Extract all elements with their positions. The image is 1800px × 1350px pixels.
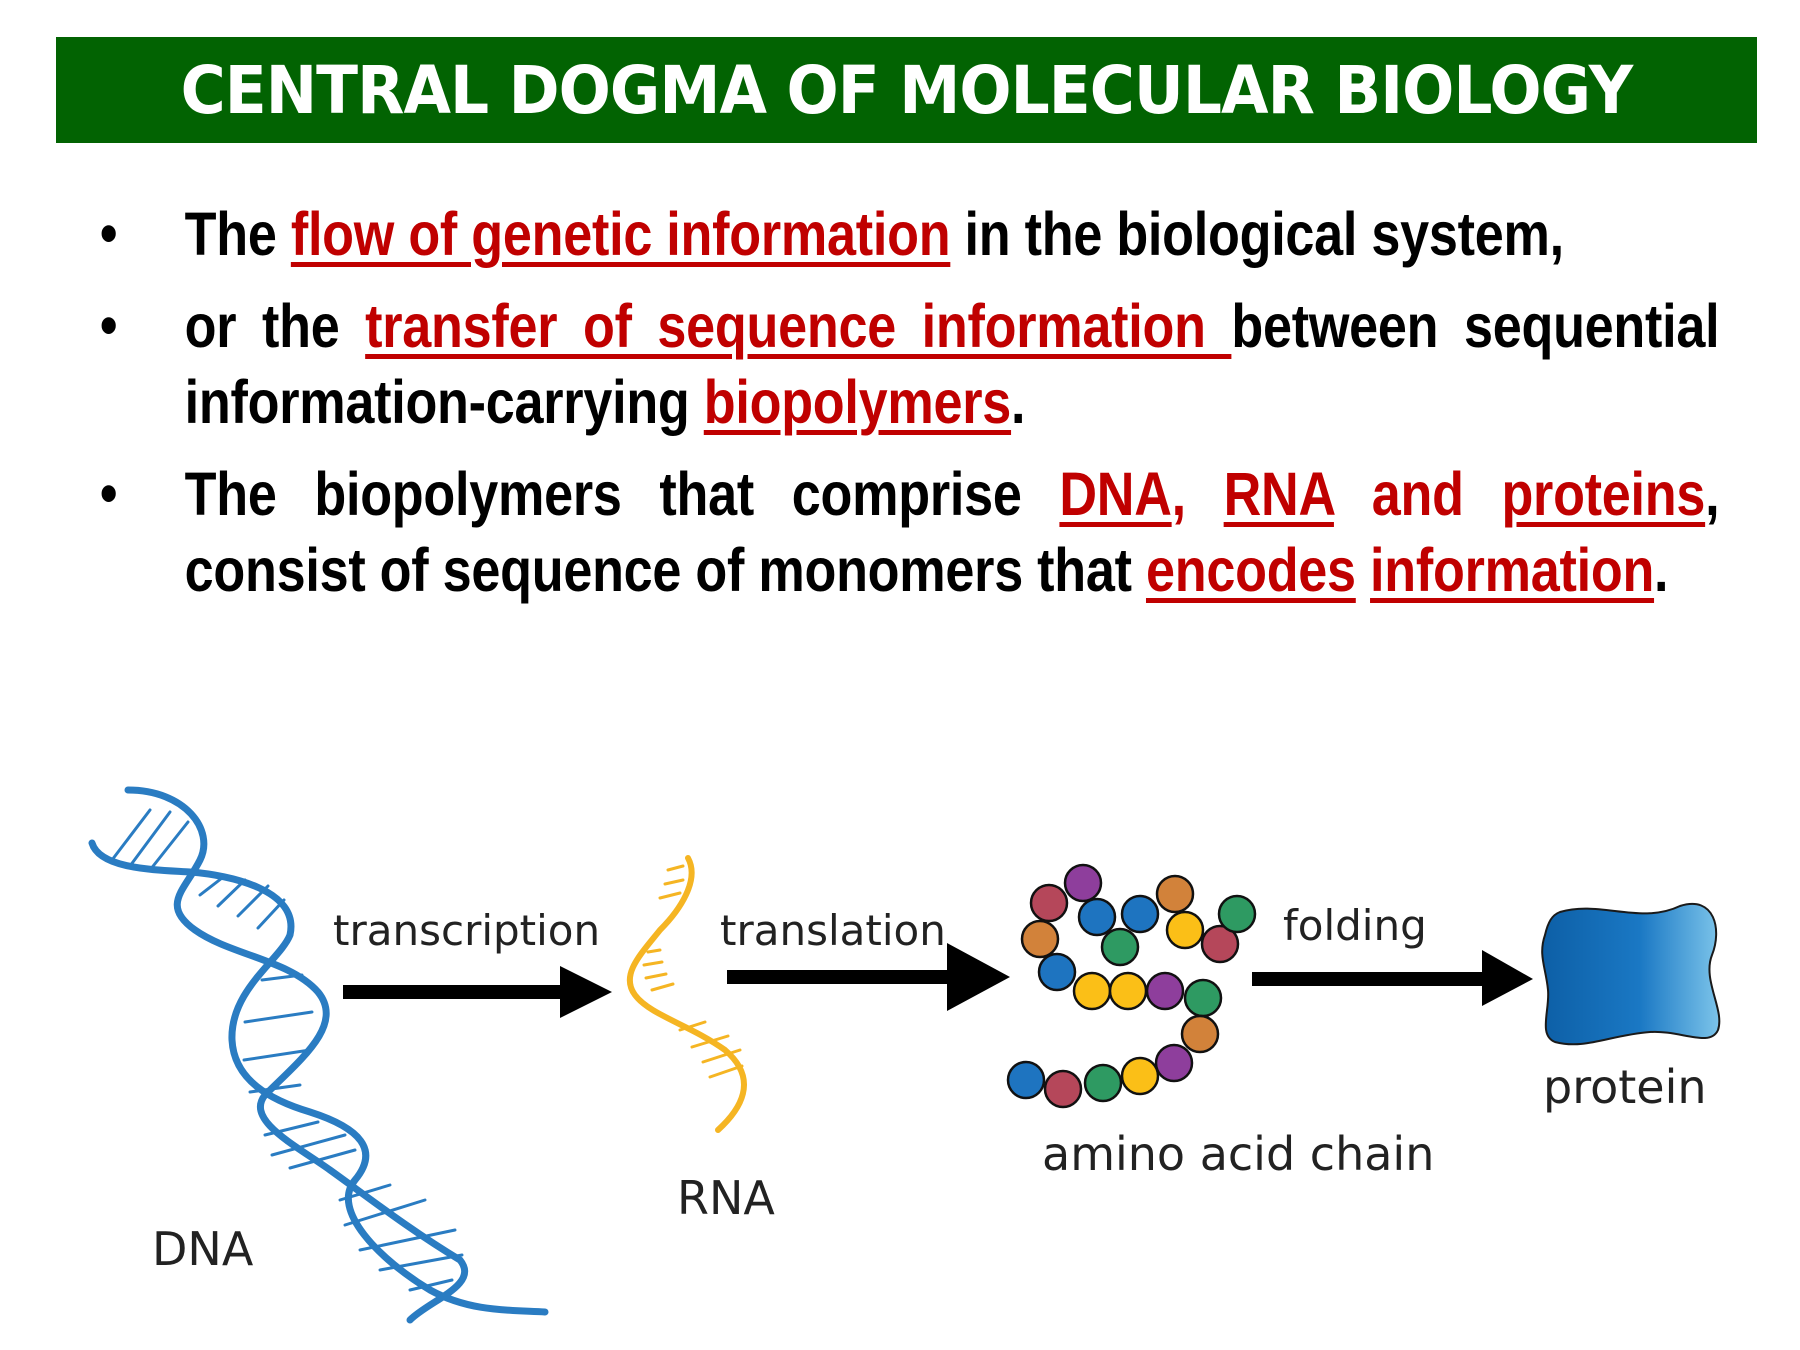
- amino-acid-bead: [1020, 919, 1060, 959]
- amino-acid-bead: [1006, 1060, 1046, 1100]
- highlight-segment: transfer of sequence information: [365, 292, 1232, 360]
- amino-acid-bead: [1180, 1014, 1220, 1054]
- highlight-segment: information: [1370, 536, 1655, 604]
- amino-acid-chain-label: amino acid chain: [1042, 1127, 1434, 1181]
- amino-acid-bead: [1072, 971, 1112, 1011]
- red-segment: and: [1333, 460, 1502, 528]
- text-segment: between sequential information-carrying: [184, 292, 1720, 436]
- amino-acid-bead: [1043, 1069, 1083, 1109]
- amino-acid-bead: [1120, 1056, 1160, 1096]
- amino-acid-bead: [1063, 863, 1103, 903]
- amino-acid-bead: [1154, 1043, 1194, 1083]
- text-segment: .: [1654, 536, 1669, 604]
- bullet-dot-icon: •: [100, 461, 118, 526]
- translation-arrow-icon: [727, 943, 1010, 1011]
- text-segment: or the: [184, 292, 366, 360]
- highlight-segment: flow of genetic information: [290, 200, 951, 268]
- highlight-segment: proteins: [1501, 460, 1706, 528]
- dna-label: DNA: [152, 1222, 254, 1276]
- folding-label: folding: [1283, 901, 1427, 950]
- rna-strand-icon: [626, 855, 747, 1133]
- text-segment: , consist of sequence of monomers that: [184, 460, 1720, 604]
- bullet-list: • The flow of genetic information in the…: [100, 196, 1800, 624]
- amino-acid-bead: [1217, 894, 1257, 934]
- transcription-label: transcription: [333, 906, 600, 955]
- amino-acid-bead: [1155, 874, 1195, 914]
- title-banner: CENTRAL DOGMA OF MOLECULAR BIOLOGY: [56, 37, 1757, 143]
- amino-acid-bead: [1100, 927, 1140, 967]
- bullet-text: or the transfer of sequence information …: [185, 288, 1720, 440]
- bullet-text: The biopolymers that comprise DNA, RNA a…: [185, 456, 1720, 608]
- highlight-segment: encodes: [1145, 536, 1356, 604]
- highlight-segment: biopolymers: [703, 368, 1012, 436]
- slide-title: CENTRAL DOGMA OF MOLECULAR BIOLOGY: [180, 51, 1634, 129]
- amino-acid-bead: [1083, 1063, 1123, 1103]
- bullet-item: • The flow of genetic information in the…: [100, 196, 1639, 272]
- highlight-segment: DNA: [1059, 460, 1172, 528]
- amino-acid-chain-icon: [1006, 863, 1257, 1109]
- protein-shape-icon: [1541, 903, 1721, 1046]
- amino-acid-bead: [1037, 952, 1077, 992]
- translation-label: translation: [720, 906, 946, 955]
- amino-acid-bead: [1165, 910, 1205, 950]
- protein-label: protein: [1543, 1060, 1707, 1114]
- text-segment: in the biological system,: [950, 200, 1565, 268]
- bullet-item: • or the transfer of sequence informatio…: [100, 288, 1720, 440]
- dna-helix-icon: [88, 786, 549, 1324]
- bullet-dot-icon: •: [100, 201, 118, 266]
- amino-acid-bead: [1108, 971, 1148, 1011]
- amino-acid-bead: [1183, 978, 1223, 1018]
- amino-acid-bead: [1120, 894, 1160, 934]
- rna-label: RNA: [677, 1171, 775, 1225]
- folding-arrow-icon: [1252, 950, 1533, 1006]
- amino-acid-bead: [1029, 883, 1069, 923]
- text-segment: The biopolymers that comprise: [184, 460, 1060, 528]
- text-segment: The: [184, 200, 291, 268]
- highlight-segment: RNA: [1223, 460, 1335, 528]
- bullet-dot-icon: •: [100, 293, 118, 358]
- bullet-item: • The biopolymers that comprise DNA, RNA…: [100, 456, 1720, 608]
- bullet-text: The flow of genetic information in the b…: [185, 196, 1720, 272]
- red-segment: ,: [1171, 460, 1224, 528]
- amino-acid-bead: [1145, 971, 1185, 1011]
- amino-acid-bead: [1077, 897, 1117, 937]
- transcription-arrow-icon: [343, 966, 612, 1018]
- amino-acid-bead: [1200, 924, 1240, 964]
- text-segment: .: [1011, 368, 1026, 436]
